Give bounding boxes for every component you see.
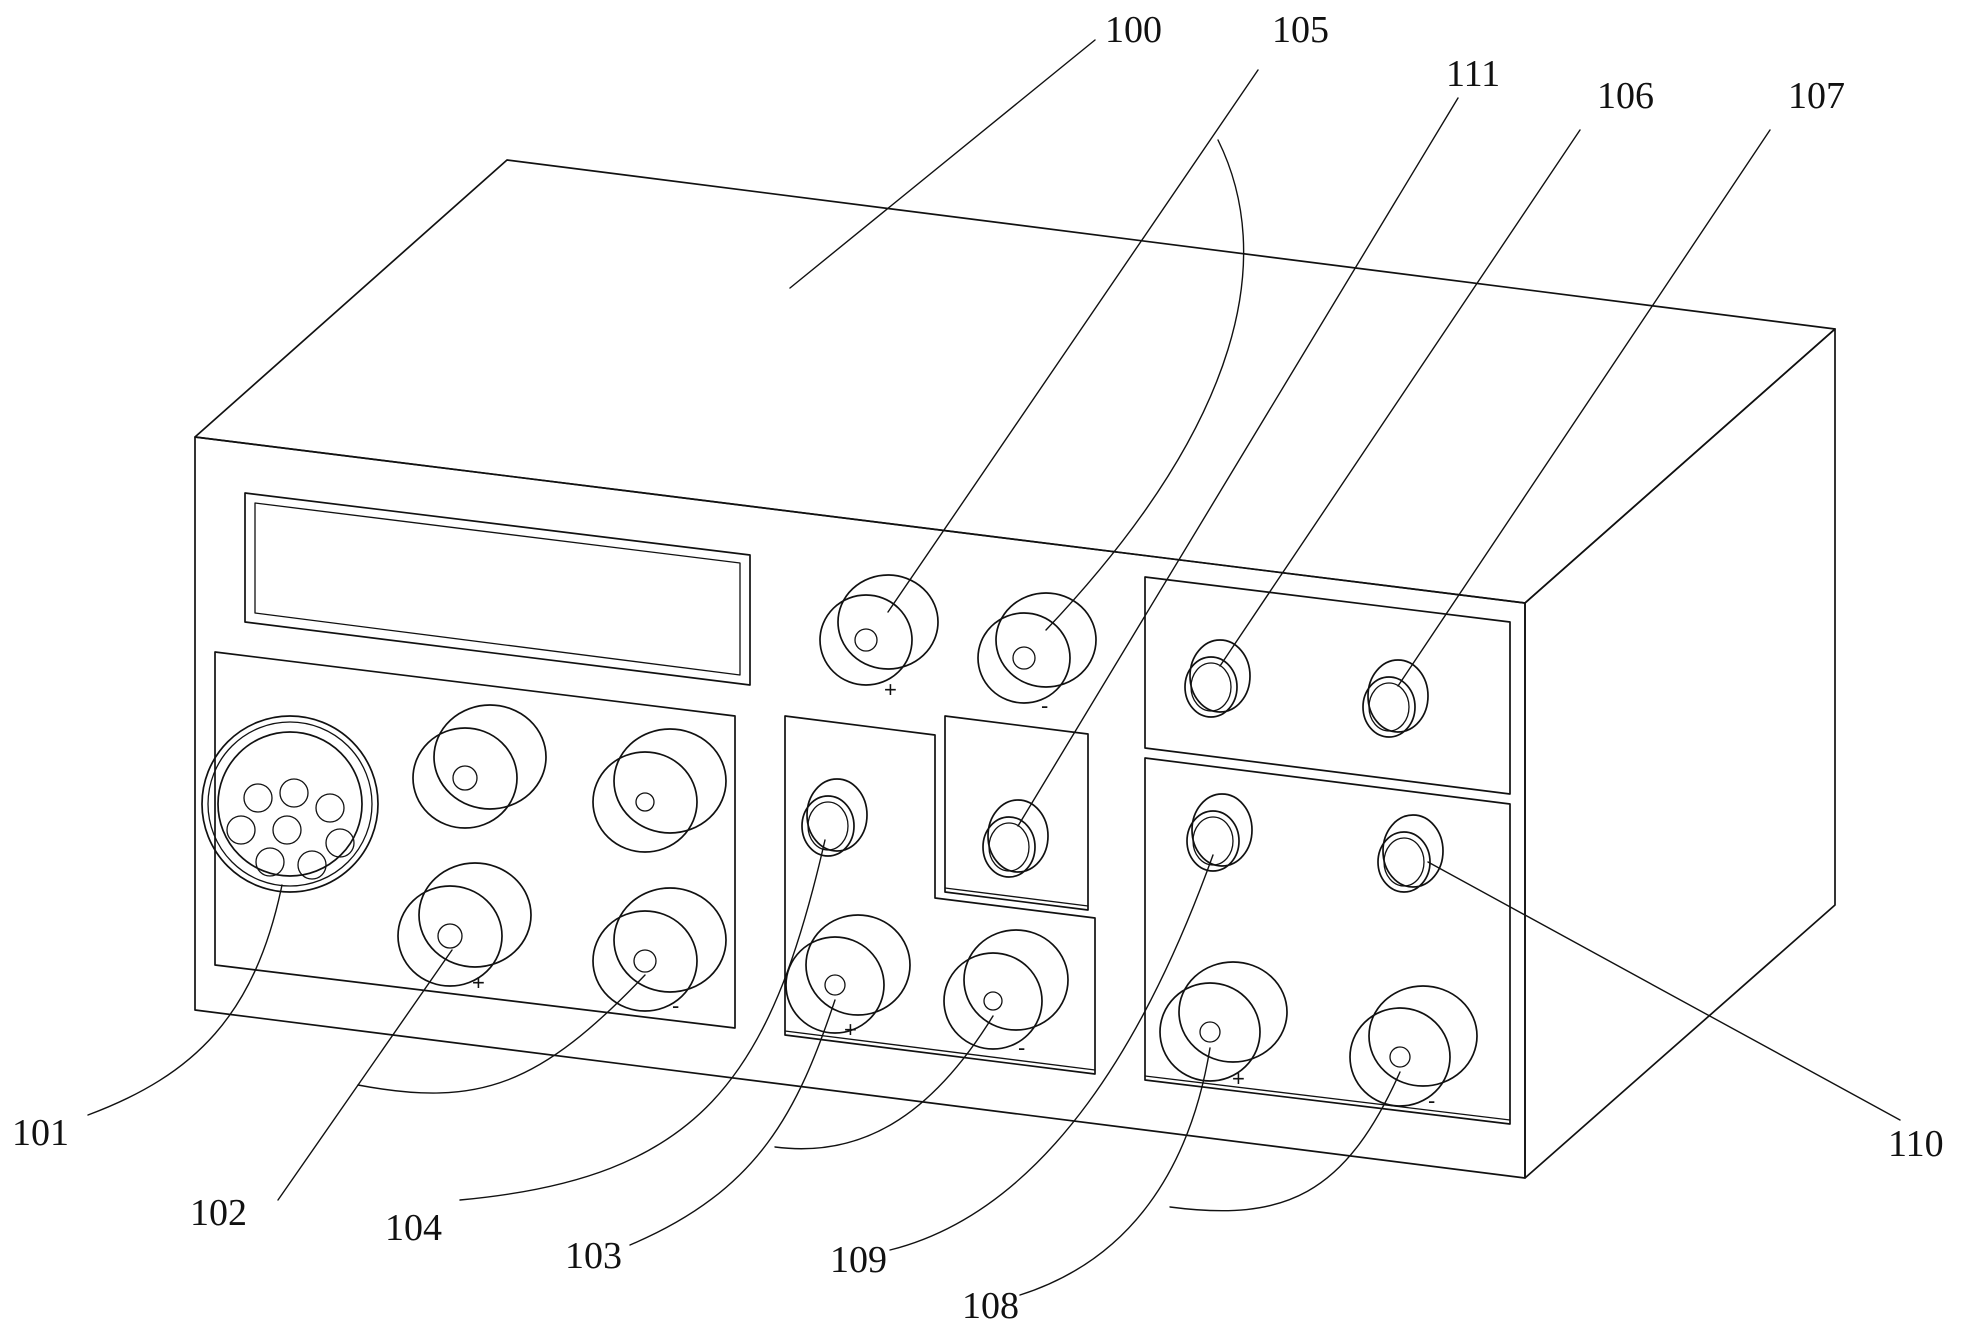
label-102: 102 [190,1192,247,1234]
terminal-108-positive [1159,961,1288,1082]
large-terminals [397,574,1478,1107]
terminal-left-top-1 [412,704,547,829]
polarity-plus: + [1232,1066,1245,1091]
terminal-left-top-2 [592,728,727,853]
polarity-minus: - [1428,1088,1435,1113]
polarity-minus: - [1041,693,1048,718]
polarity-minus: - [672,993,679,1018]
leader-108-a [1019,1047,1211,1296]
leader-111 [1017,97,1459,827]
housing-front-face [194,436,1526,1179]
leader-110 [1427,861,1901,1121]
leader-100 [789,39,1096,289]
leader-107 [1397,129,1771,687]
connector-pin [255,847,285,877]
connector-pin [315,793,345,823]
leader-105-a [887,69,1259,613]
label-103: 103 [565,1235,622,1277]
leader-102-a [277,949,453,1201]
leader-106 [1219,129,1581,667]
socket-104 [801,778,868,857]
panel-right-top [1144,576,1511,795]
label-104: 104 [385,1207,442,1249]
socket-110 [1377,814,1444,893]
leader-lines [87,39,1901,1296]
terminal-102-positive [397,862,532,987]
terminal-105-negative [977,592,1097,704]
panel-left [214,651,736,1029]
leader-108-b [1169,1071,1401,1212]
polarity-plus: + [884,677,897,702]
display-window [244,492,751,686]
reference-numerals: 100 105 111 106 107 101 102 104 103 109 … [12,9,1944,1327]
leader-109 [889,854,1214,1251]
connector-pin [272,815,302,845]
label-101: 101 [12,1112,69,1154]
polarity-marks: + - + - + - + - [472,677,1435,1113]
label-106: 106 [1597,75,1654,117]
socket-109 [1186,793,1253,872]
multi-pin-connector [201,715,379,893]
panel-right-bottom [1144,757,1511,1125]
small-sockets [801,639,1444,893]
label-105: 105 [1272,9,1329,51]
label-100: 100 [1105,9,1162,51]
terminal-103-positive [785,914,911,1034]
leader-103-a [629,999,836,1246]
connector-pin [279,778,309,808]
housing-top-face [194,159,1836,604]
leader-101 [87,884,283,1116]
polarity-plus: + [472,970,485,995]
connector-pin [325,828,355,858]
panel-middle-lshape [784,715,1096,1075]
label-108: 108 [962,1285,1019,1327]
leader-102-b [357,974,646,1094]
label-110: 110 [1888,1123,1944,1165]
terminal-102-negative [592,887,727,1012]
leader-103-b [774,1015,994,1150]
connector-pin [226,815,256,845]
panels [214,576,1511,1125]
housing [194,159,1836,1179]
socket-111 [982,799,1049,878]
label-107: 107 [1788,75,1845,117]
label-109: 109 [830,1239,887,1281]
label-111: 111 [1446,53,1500,95]
terminal-105-positive [819,574,939,686]
housing-side-face [1524,328,1836,1179]
polarity-minus: - [1018,1035,1025,1060]
terminal-108-negative [1349,985,1478,1107]
terminal-103-negative [943,929,1069,1050]
leader-105-b [1045,139,1245,631]
connector-pin [243,783,273,813]
leader-104 [459,839,826,1201]
polarity-plus: + [844,1017,857,1042]
panel-middle-square [944,715,1089,911]
socket-106 [1184,639,1251,718]
socket-107 [1362,659,1429,738]
connector-pin [297,850,327,880]
